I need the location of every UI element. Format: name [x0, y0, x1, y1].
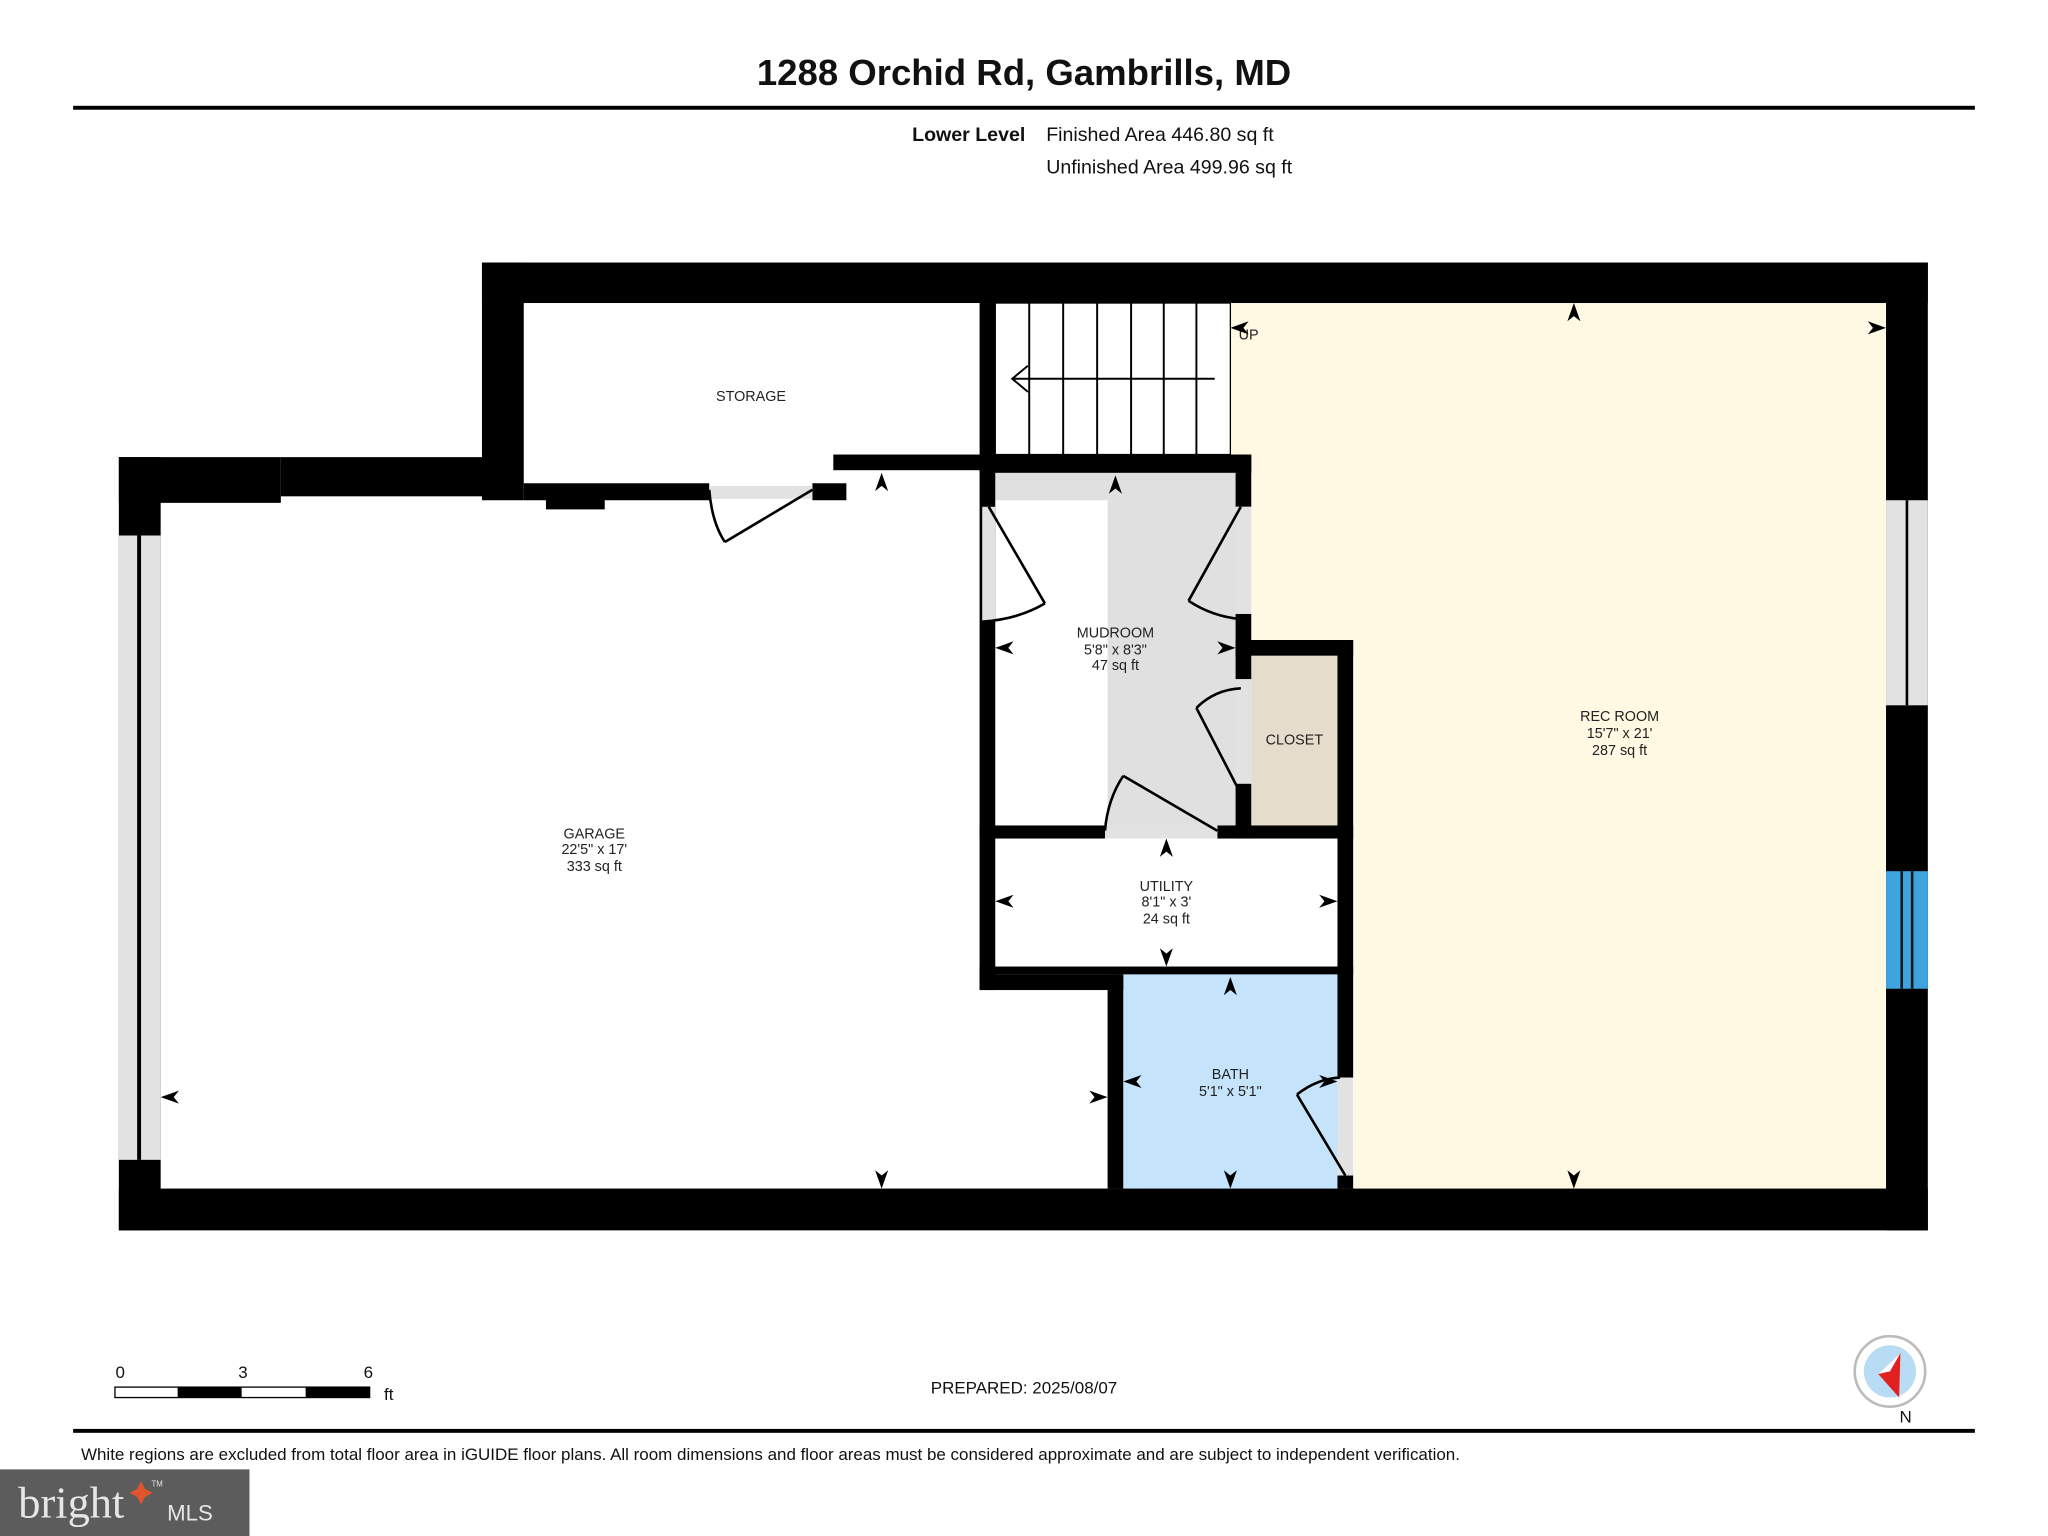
dimension-arrow-icon	[1319, 1074, 1338, 1088]
page-title: 1288 Orchid Rd, Gambrills, MD	[757, 52, 1291, 93]
logo-suffix: MLS	[167, 1500, 213, 1525]
header-divider	[73, 105, 1975, 110]
dimension-arrow-icon	[160, 1090, 179, 1104]
mudroom-area: 47 sq ft	[1092, 658, 1139, 674]
unfinished-area: Unfinished Area 499.96 sq ft	[1046, 157, 1293, 179]
dimension-arrow-icon	[1567, 1170, 1581, 1189]
garage-area: 333 sq ft	[567, 859, 622, 875]
footer-divider	[73, 1428, 1975, 1433]
garage	[160, 500, 1108, 1189]
dimension-arrow-icon	[1230, 321, 1249, 335]
dimension-arrow-icon	[1217, 641, 1236, 655]
dimension-arrow-icon	[1089, 1090, 1108, 1104]
dimension-arrow-icon	[995, 641, 1014, 655]
scale-bar: 0 3 6 ft	[114, 1363, 394, 1404]
bath	[1123, 974, 1338, 1189]
scale-tick-0: 0	[115, 1363, 124, 1382]
dimension-arrow-icon	[1567, 303, 1581, 322]
bright-mls-logo: bright MLS TM	[0, 1469, 250, 1536]
prepared-date: PREPARED: 2025/08/07	[931, 1379, 1117, 1398]
finished-area: Finished Area 446.80 sq ft	[1046, 124, 1274, 146]
dimension-arrow-icon	[1123, 1074, 1142, 1088]
doors	[707, 485, 1347, 1177]
utility-area: 24 sq ft	[1143, 911, 1190, 927]
dimension-arrow-icon	[1223, 1170, 1237, 1189]
scale-unit: ft	[384, 1385, 394, 1404]
rec-room-label: REC ROOM	[1580, 709, 1659, 725]
dimension-arrow-icon	[1108, 475, 1122, 494]
garage-label: GARAGE	[564, 827, 625, 843]
dimension-arrow-icon	[875, 472, 889, 492]
mudroom-dims: 5'8" x 8'3"	[1084, 642, 1147, 658]
dimension-arrow-icon	[1223, 976, 1237, 996]
dimension-arrow-icon	[1159, 948, 1173, 967]
compass-north-label: N	[1899, 1407, 1911, 1426]
dimension-arrow-icon	[995, 894, 1014, 908]
scale-tick-3: 3	[238, 1363, 247, 1382]
rec-room	[1230, 303, 1887, 1189]
utility-label: UTILITY	[1140, 879, 1194, 895]
level-name: Lower Level	[912, 124, 1025, 146]
windows	[118, 500, 1928, 1176]
garage-dims: 22'5" x 17'	[561, 842, 627, 858]
disclaimer: White regions are excluded from total fl…	[81, 1445, 1460, 1464]
dimension-arrows	[160, 303, 1887, 1189]
rec-room-dims: 15'7" x 21'	[1587, 726, 1653, 742]
closet-label: CLOSET	[1266, 732, 1324, 748]
utility-dims: 8'1" x 3'	[1142, 894, 1192, 910]
bath-label: BATH	[1212, 1067, 1249, 1083]
stairs: UP	[994, 302, 1259, 456]
closet	[1251, 655, 1338, 826]
rec-room-area: 287 sq ft	[1592, 743, 1647, 759]
dimension-arrow-icon	[1867, 321, 1887, 335]
compass-icon: N	[1853, 1334, 1927, 1426]
mudroom-label: MUDROOM	[1077, 625, 1154, 641]
dimension-arrow-icon	[1319, 894, 1338, 908]
storage-label: STORAGE	[716, 389, 786, 405]
logo-tm: TM	[152, 1479, 163, 1488]
logo-text: bright	[18, 1478, 125, 1528]
dimension-arrow-icon	[1159, 838, 1173, 857]
bath-dims: 5'1" x 5'1"	[1199, 1084, 1262, 1100]
scale-tick-6: 6	[364, 1363, 373, 1382]
dimension-arrow-icon	[875, 1170, 889, 1189]
